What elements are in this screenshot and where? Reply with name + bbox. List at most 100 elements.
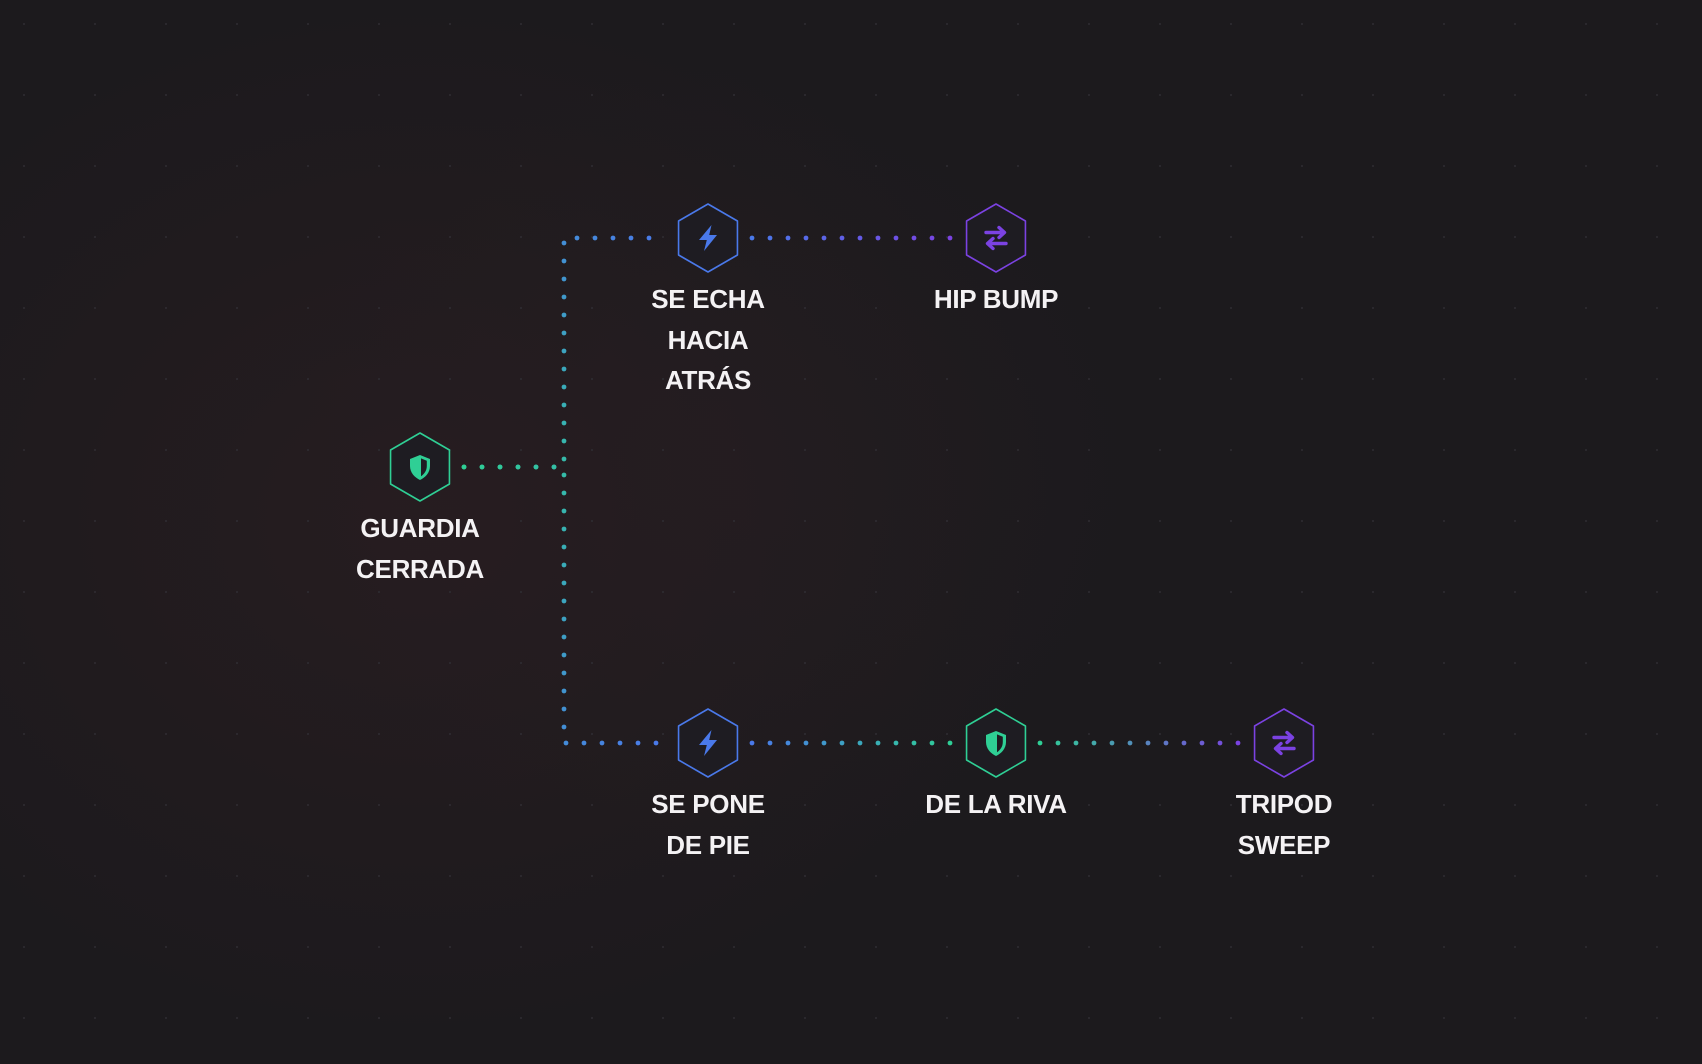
grid-dot	[94, 165, 96, 167]
grid-dot	[307, 307, 309, 309]
grid-dot	[1301, 307, 1303, 309]
grid-dot	[236, 94, 238, 96]
edge-dot	[767, 235, 773, 241]
edge-dot	[803, 235, 809, 241]
grid-dot	[520, 662, 522, 664]
grid-dot	[165, 378, 167, 380]
grid-dot	[1514, 307, 1516, 309]
grid-dot	[1514, 946, 1516, 948]
grid-dot	[1017, 946, 1019, 948]
edge-dot	[561, 240, 567, 246]
grid-dot	[946, 662, 948, 664]
grid-dot	[1372, 733, 1374, 735]
grid-dot	[449, 236, 451, 238]
grid-dot	[1301, 662, 1303, 664]
edge-dot	[628, 235, 634, 241]
edge-dot	[911, 235, 917, 241]
edge-dot	[1091, 740, 1097, 746]
edge-dot	[561, 366, 567, 372]
grid-dot	[378, 946, 380, 948]
grid-dot	[1088, 23, 1090, 25]
edge-dot	[1217, 740, 1223, 746]
edge-dot	[1163, 740, 1169, 746]
grid-dot	[94, 449, 96, 451]
grid-dot	[1301, 875, 1303, 877]
edge-dot	[561, 348, 567, 354]
grid-dot	[94, 520, 96, 522]
grid-dot	[1656, 520, 1658, 522]
grid-dot	[591, 1017, 593, 1019]
grid-dot	[165, 520, 167, 522]
edge-dot	[561, 312, 567, 318]
grid-dot	[307, 520, 309, 522]
grid-dot	[875, 165, 877, 167]
node-tripod-sweep	[1253, 708, 1315, 778]
grid-dot	[662, 378, 664, 380]
grid-dot	[1443, 307, 1445, 309]
grid-dot	[1656, 449, 1658, 451]
edge-dot	[646, 235, 652, 241]
edge-dot	[947, 740, 953, 746]
grid-dot	[1017, 449, 1019, 451]
grid-dot	[520, 94, 522, 96]
grid-dot	[165, 733, 167, 735]
grid-dot	[1585, 236, 1587, 238]
grid-dot	[946, 378, 948, 380]
node-de-la-riva	[965, 708, 1027, 778]
grid-dot	[946, 449, 948, 451]
grid-dot	[236, 520, 238, 522]
grid-dot	[1443, 165, 1445, 167]
grid-dot	[449, 875, 451, 877]
edge-dot	[461, 464, 467, 470]
grid-dot	[1017, 875, 1019, 877]
grid-dot	[1585, 449, 1587, 451]
grid-dot	[1372, 946, 1374, 948]
grid-dot	[1088, 307, 1090, 309]
grid-dot	[94, 591, 96, 593]
grid-dot	[1230, 733, 1232, 735]
grid-dot	[1372, 875, 1374, 877]
grid-dot	[1585, 1017, 1587, 1019]
grid-dot	[236, 946, 238, 948]
grid-dot	[165, 946, 167, 948]
node-hexagon	[1253, 708, 1315, 778]
grid-dot	[236, 591, 238, 593]
grid-dot	[1514, 1017, 1516, 1019]
grid-dot	[165, 94, 167, 96]
grid-dot	[236, 875, 238, 877]
node-label-tripod-sweep: TRIPOD SWEEP	[1235, 789, 1333, 860]
edge-dot	[1199, 740, 1205, 746]
grid-dot	[165, 449, 167, 451]
edge-dot	[561, 402, 567, 408]
edge-dot	[561, 598, 567, 604]
grid-dot	[1017, 1017, 1019, 1019]
grid-dot	[1443, 591, 1445, 593]
edge-dot	[515, 464, 521, 470]
grid-dot	[733, 23, 735, 25]
grid-dot	[1088, 804, 1090, 806]
grid-dot	[449, 378, 451, 380]
grid-dot	[1230, 662, 1232, 664]
grid-dot	[591, 946, 593, 948]
grid-dot	[307, 165, 309, 167]
grid-dot	[733, 378, 735, 380]
grid-dot	[1301, 449, 1303, 451]
grid-dot	[23, 307, 25, 309]
grid-dot	[1088, 449, 1090, 451]
grid-dot	[1159, 236, 1161, 238]
grid-dot	[1301, 946, 1303, 948]
grid-dot	[946, 875, 948, 877]
edge-dot	[767, 740, 773, 746]
grid-dot	[946, 1017, 948, 1019]
grid-dot	[733, 591, 735, 593]
grid-dot	[23, 378, 25, 380]
edge-dot	[561, 688, 567, 694]
grid-dot	[1514, 520, 1516, 522]
grid-dot	[1301, 236, 1303, 238]
edge-se-echa-hacia-atras-to-hip-bump	[749, 235, 953, 241]
grid-dot	[946, 94, 948, 96]
edge-dot	[561, 456, 567, 462]
grid-dot	[307, 449, 309, 451]
grid-dot	[449, 307, 451, 309]
